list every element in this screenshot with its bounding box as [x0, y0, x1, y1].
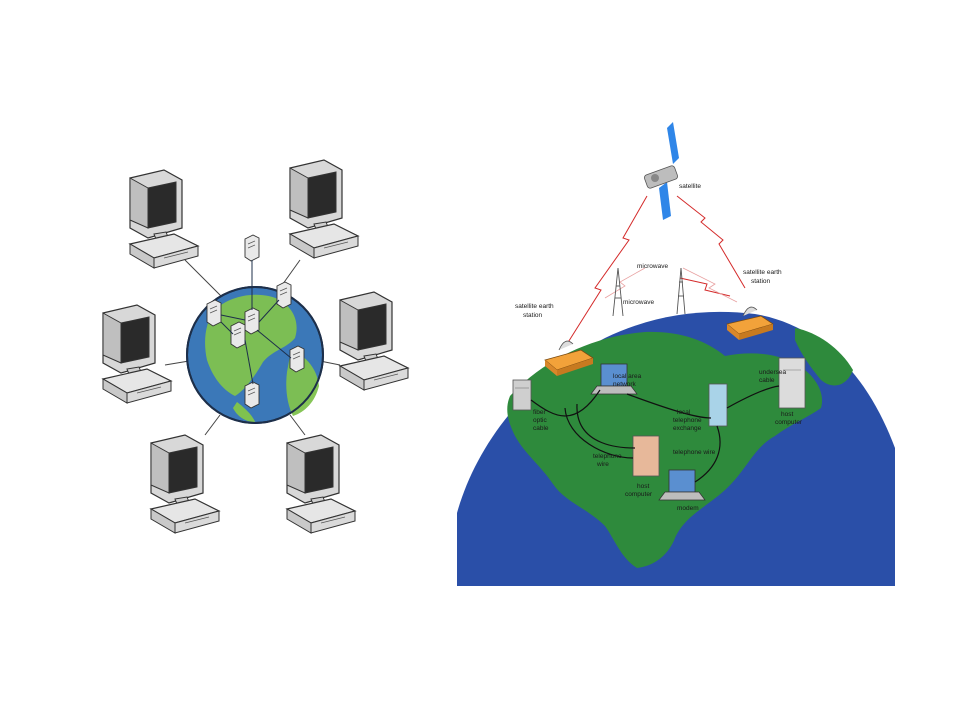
host-computer-icon [778, 357, 806, 409]
telephone-wire-label: telephone [593, 453, 622, 460]
server-icon [244, 307, 260, 335]
earth-station-label: satellite earth [515, 303, 554, 310]
computer-icon [286, 434, 356, 534]
network-globe-diagram [95, 150, 425, 550]
host-computer-label: host [637, 483, 649, 490]
computer-icon [150, 434, 220, 534]
modem-label: modem [677, 505, 699, 512]
computer-icon [102, 304, 172, 404]
local-exchange-label: exchange [673, 425, 702, 432]
host-computer-label: host [781, 411, 793, 418]
signal-beams [566, 195, 746, 345]
server-icon [289, 345, 305, 373]
undersea-cable-label: cable [759, 377, 775, 384]
local-area-network-label: network [613, 381, 637, 388]
computer-icon [289, 159, 359, 259]
local-exchange-label: local [677, 409, 691, 416]
laptop-icon [590, 363, 638, 395]
server-icon [244, 234, 260, 262]
communications-earth-diagram: satellite microwave microwave [455, 118, 900, 588]
microwave-tower-icon [676, 267, 686, 315]
cable-lines [530, 385, 780, 483]
server-icon [276, 281, 292, 309]
fiber-optic-cable-label: cable [533, 425, 549, 432]
computer-icon [339, 291, 409, 391]
microwave-tower-icon [612, 267, 624, 317]
satellite-icon [644, 122, 679, 220]
local-area-network-label: local area [613, 373, 642, 380]
earth-station-label: station [751, 278, 771, 285]
laptop-icon [658, 469, 706, 501]
network-links [164, 259, 341, 436]
server-tower-icon [512, 379, 532, 411]
server-icon [230, 321, 246, 349]
microwave-label: microwave [623, 299, 654, 306]
telephone-wire-label: telephone wire [673, 449, 716, 456]
server-icon [206, 299, 222, 327]
microwave-label: microwave [637, 263, 668, 270]
earth-station-right-icon [726, 306, 774, 340]
communications-earth-svg: satellite microwave microwave [457, 122, 895, 586]
telephone-wire-label: wire [596, 461, 609, 468]
server-icon [244, 381, 260, 409]
telephone-exchange-icon [708, 383, 728, 427]
local-exchange-label: telephone [673, 417, 702, 424]
earth-station-label: satellite earth [743, 269, 782, 276]
network-globe-svg [102, 159, 409, 534]
host-computer-icon [632, 435, 660, 477]
undersea-cable-label: undersea [759, 369, 786, 376]
earth-station-label: station [523, 312, 543, 319]
host-computer-label: computer [775, 419, 803, 426]
satellite-label: satellite [679, 183, 701, 190]
fiber-optic-cable-label: fiber [533, 409, 546, 416]
fiber-optic-cable-label: optic [533, 417, 547, 424]
computer-icon [129, 169, 199, 269]
host-computer-label: computer [625, 491, 653, 498]
earth-station-left-icon [544, 340, 594, 376]
